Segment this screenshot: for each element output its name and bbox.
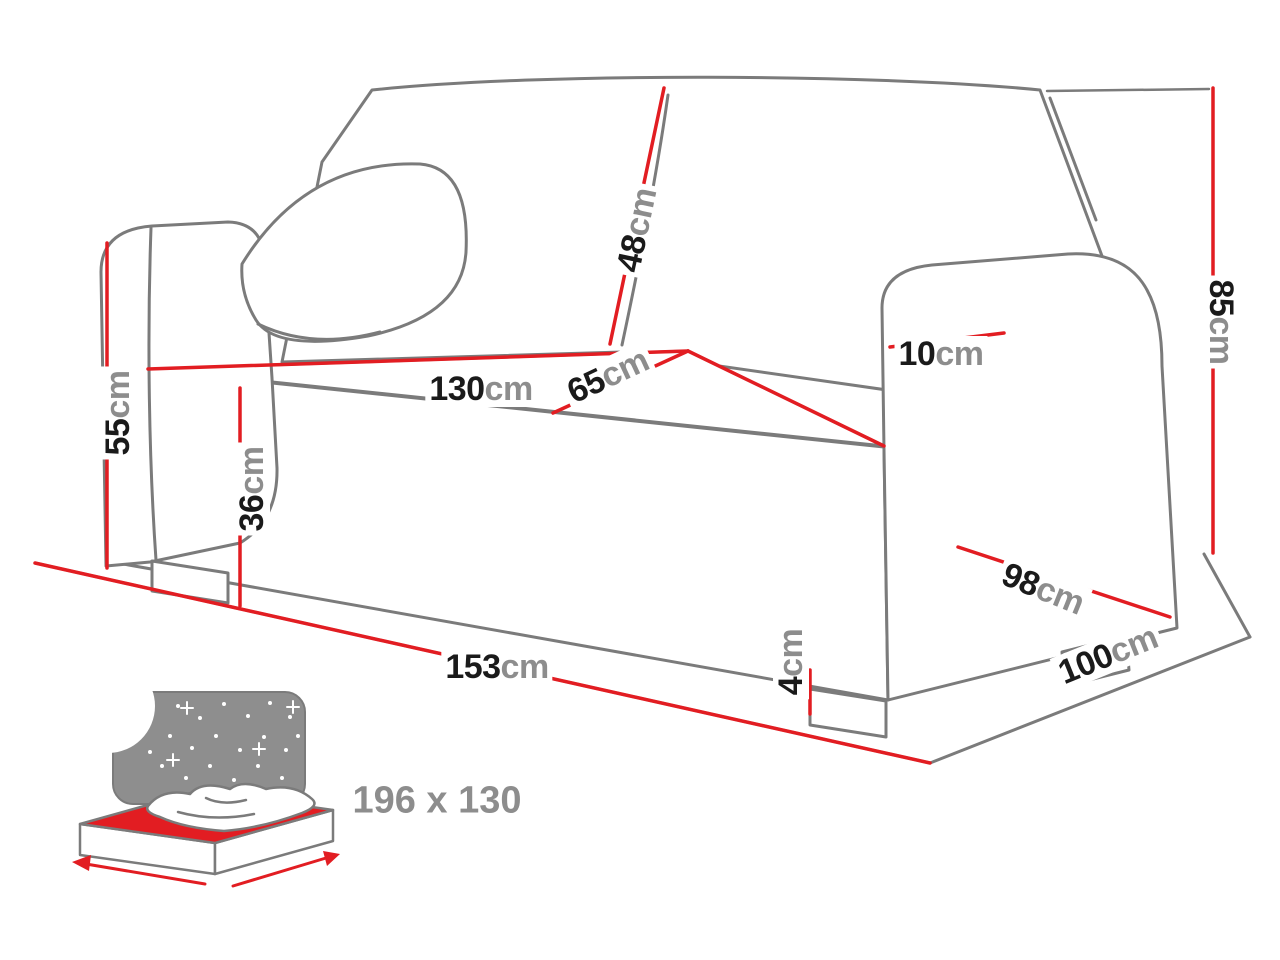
bed-dimension-arrows	[72, 851, 340, 888]
sofa-drawing	[99, 75, 1252, 739]
backrest-corner-crease	[1048, 96, 1098, 222]
dimension-value: 130	[429, 370, 485, 408]
leg-height-label: 4cm	[772, 624, 810, 700]
armrest-height-label: 55cm	[99, 366, 137, 460]
armrest-width-label: 10cm	[894, 335, 988, 373]
sleeping-area-icon	[61, 659, 340, 888]
overall-height-label: 85cm	[1202, 275, 1240, 369]
width-arrowhead	[72, 855, 91, 871]
extension-line-top-right	[1045, 87, 1211, 93]
floor-corner-edge	[1202, 552, 1252, 639]
dimension-value: 85	[1202, 279, 1240, 317]
dimension-unit: cm	[1202, 316, 1240, 365]
dimension-unit: cm	[935, 335, 984, 373]
dimension-line-seat-junction	[686, 349, 886, 448]
dimension-value: 153	[445, 648, 501, 686]
sleeping-area-label: 196 x 130	[352, 779, 522, 822]
bed-drawing	[78, 782, 335, 876]
dimension-value: 36	[233, 494, 271, 532]
stars	[148, 700, 300, 796]
dimension-value: 55	[99, 418, 137, 456]
moon-crescent	[61, 659, 155, 753]
dimension-unit: cm	[772, 628, 810, 677]
seat-height-label: 36cm	[233, 442, 271, 536]
dimension-unit: cm	[484, 370, 534, 408]
seat-width-label: 130cm	[425, 370, 537, 408]
pillow-fold	[256, 322, 382, 341]
overall-width-label: 153cm	[441, 648, 553, 686]
left-armrest-crease	[147, 226, 158, 562]
dimension-unit: cm	[99, 370, 137, 419]
dimension-unit: cm	[233, 446, 271, 495]
length-arrowhead	[323, 851, 340, 866]
duvet-folds	[176, 796, 256, 819]
bed-duvet	[146, 782, 316, 833]
dimension-unit: cm	[500, 648, 550, 686]
dimension-line-seat-width	[146, 349, 690, 371]
dimension-value: 10	[898, 335, 936, 373]
dimension-value: 4	[772, 676, 810, 696]
